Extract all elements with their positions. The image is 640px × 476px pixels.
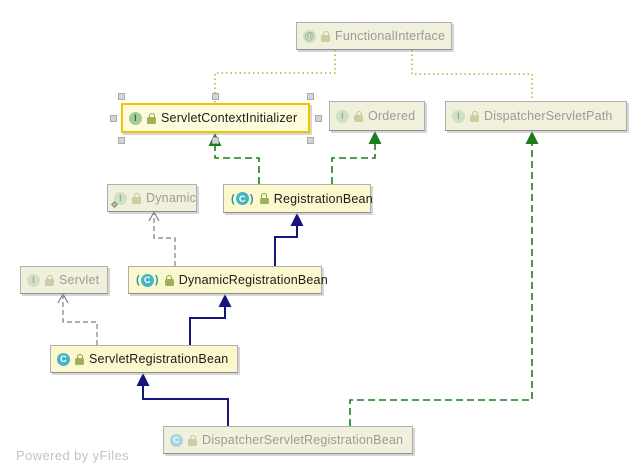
class-icon: C [170, 433, 183, 447]
annotation-icon: @ [303, 29, 316, 43]
realization-dispatcherservletregistrationbean-dispatcherservletpath [349, 131, 539, 426]
node-label: DispatcherServletPath [484, 109, 613, 123]
lock-icon [259, 193, 269, 204]
selection-handle[interactable] [109, 114, 117, 122]
lock-icon [354, 110, 363, 122]
node-dynamic[interactable]: I Dynamic [107, 184, 197, 212]
node-label: DynamicRegistrationBean [178, 273, 328, 287]
inheritance-arrowhead [525, 131, 539, 144]
interface-icon: I [129, 111, 142, 125]
node-servletregistrationbean[interactable]: C ServletRegistrationBean [50, 345, 238, 373]
interface-icon: I [27, 273, 40, 287]
extends-servletregistrationbean-dynamicregistrationbean [189, 294, 232, 345]
interface-icon: I [452, 109, 465, 123]
lock-icon [132, 192, 141, 204]
realization-registrationbean-ordered [331, 131, 382, 184]
selection-handle[interactable] [306, 136, 314, 144]
selection-handle[interactable] [117, 136, 125, 144]
extends-dynamicregistrationbean-registrationbean [274, 213, 304, 266]
open-arrowhead [153, 211, 160, 222]
annotation-edge-functionalinterface-servletcontextinitializer [214, 50, 336, 103]
lock-icon [45, 274, 54, 286]
annotation-edge-functionalinterface-dispatcherservletpath [411, 50, 533, 101]
node-dynamicregistrationbean[interactable]: (C) DynamicRegistrationBean [128, 266, 328, 294]
abstract-class-icon: (C) [231, 192, 254, 205]
lock-icon [321, 30, 330, 42]
node-label: Ordered [368, 109, 416, 123]
selection-handle[interactable] [212, 92, 219, 100]
node-registrationbean[interactable]: (C) RegistrationBean [223, 184, 373, 213]
selection-handle[interactable] [117, 92, 125, 100]
inheritance-arrowhead [368, 131, 382, 144]
selection-handle[interactable] [306, 92, 314, 100]
interface-icon: I [336, 109, 349, 123]
yfiles-watermark: Powered by yFiles [16, 448, 130, 463]
inheritance-arrowhead [290, 213, 304, 226]
inheritance-arrowhead [218, 294, 232, 307]
dependency-servletregistrationbean-servlet [57, 293, 98, 345]
open-arrowhead [62, 293, 69, 304]
node-label: DispatcherServletRegistrationBean [202, 433, 404, 447]
dependency-dynamicregistrationbean-dynamic [148, 211, 176, 266]
node-label: Servlet [59, 273, 100, 287]
inheritance-arrowhead [136, 373, 150, 386]
lock-icon [75, 353, 84, 365]
node-dispatcherservletregistrationbean[interactable]: C DispatcherServletRegistrationBean [163, 426, 413, 454]
node-servletcontextinitializer[interactable]: I ServletContextInitializer [121, 103, 310, 133]
node-functionalinterface[interactable]: @ FunctionalInterface [296, 22, 452, 50]
selection-handle[interactable] [212, 136, 219, 144]
node-label: FunctionalInterface [335, 29, 446, 43]
class-icon: C [57, 352, 70, 366]
lock-icon [188, 434, 197, 446]
node-servlet[interactable]: I Servlet [20, 266, 108, 294]
lock-icon [147, 112, 156, 124]
selection-handle[interactable] [314, 114, 322, 122]
lock-icon [164, 274, 174, 286]
node-label: ServletContextInitializer [161, 111, 298, 125]
node-label: Dynamic [146, 191, 197, 205]
node-dispatcherservletpath[interactable]: I DispatcherServletPath [445, 101, 627, 131]
node-label: RegistrationBean [273, 191, 373, 206]
node-ordered[interactable]: I Ordered [329, 101, 425, 131]
open-arrowhead [148, 211, 155, 222]
interface-icon: I [110, 191, 127, 208]
extends-dispatcherservletregistrationbean-servletregistrationbean [136, 373, 229, 426]
lock-icon [470, 110, 479, 122]
abstract-class-icon: (C) [136, 273, 159, 287]
node-label: ServletRegistrationBean [89, 352, 229, 366]
open-arrowhead [57, 293, 64, 304]
